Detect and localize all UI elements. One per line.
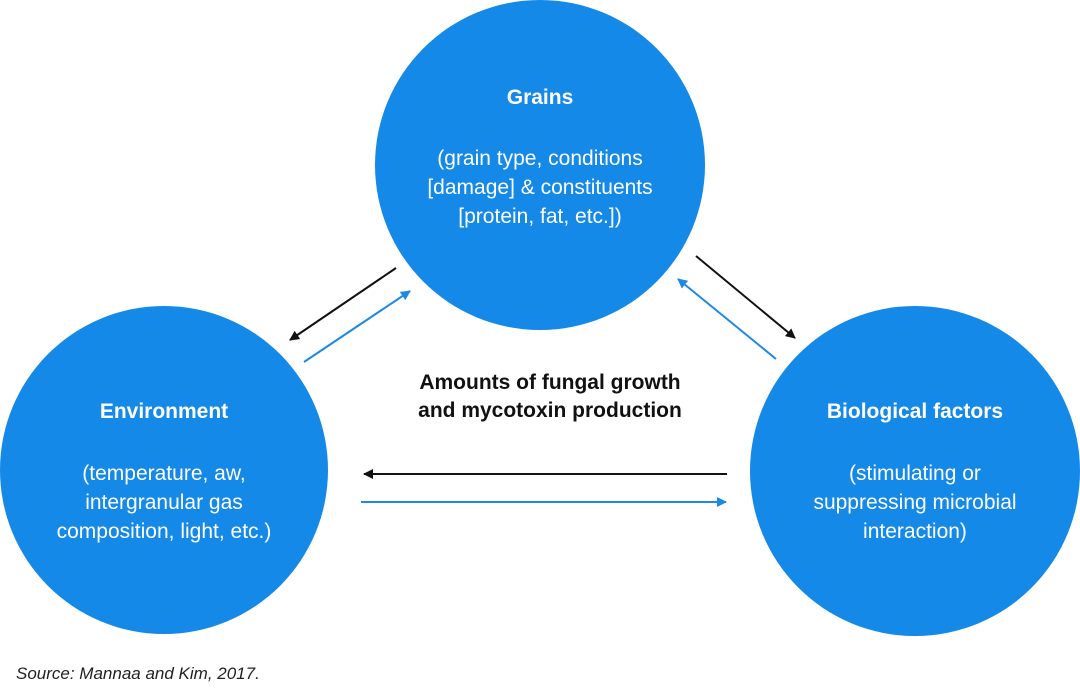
arrow-environment-to-grains [303,290,411,363]
biological-desc-line: suppressing microbial [813,491,1017,514]
environment-desc-line: intergranular gas [85,491,243,514]
biological-factors-node: Biological factors (stimulating or suppr… [750,306,1080,636]
biological-desc-line: (stimulating or [849,462,981,485]
source-caption: Source: Mannaa and Kim, 2017. [16,664,260,683]
grains-node: Grains (grain type, conditions [damage] … [375,0,705,330]
grains-desc-line: [damage] & constituents [427,176,653,199]
environment-title: Environment [99,400,229,423]
environment-description: (temperature, aw, intergranular gas comp… [57,459,272,546]
biological-factors-description: (stimulating or suppressing microbial in… [813,459,1016,546]
grains-desc-line: [protein, fat, etc.]) [458,205,622,228]
center-label-line: and mycotoxin production [418,399,682,422]
arrow-biological-to-grains [677,278,777,360]
environment-node: Environment (temperature, aw, intergranu… [0,306,328,634]
grains-desc-line: (grain type, conditions [437,147,643,170]
center-label-line: Amounts of fungal growth [419,371,681,394]
grains-title: Grains [506,86,574,109]
environment-desc-line: (temperature, aw, [82,462,246,485]
arrow-grains-to-biological [695,255,796,339]
arrow-grains-to-environment [289,267,397,341]
biological-desc-line: interaction) [863,520,967,543]
grains-description: (grain type, conditions [damage] & const… [427,144,652,231]
biological-factors-title: Biological factors [826,400,1004,423]
center-label: Amounts of fungal growth and mycotoxin p… [350,369,750,425]
environment-desc-line: composition, light, etc.) [56,520,272,543]
